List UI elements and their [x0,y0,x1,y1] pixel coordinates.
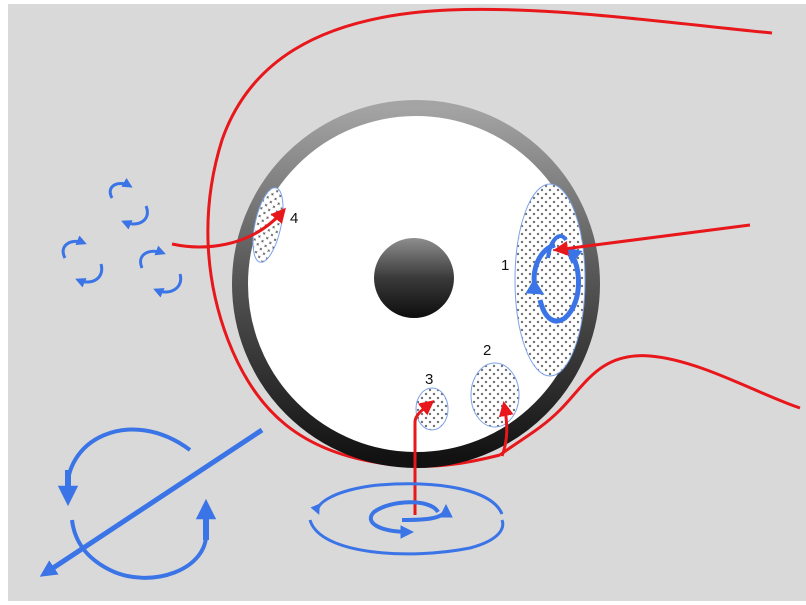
region-1 [515,184,585,376]
label-3: 3 [425,371,433,388]
region-2 [471,363,519,427]
central-core [374,238,454,318]
region-3 [416,388,448,430]
label-2: 2 [483,342,491,359]
label-1: 1 [501,257,509,274]
label-4: 4 [290,210,298,227]
